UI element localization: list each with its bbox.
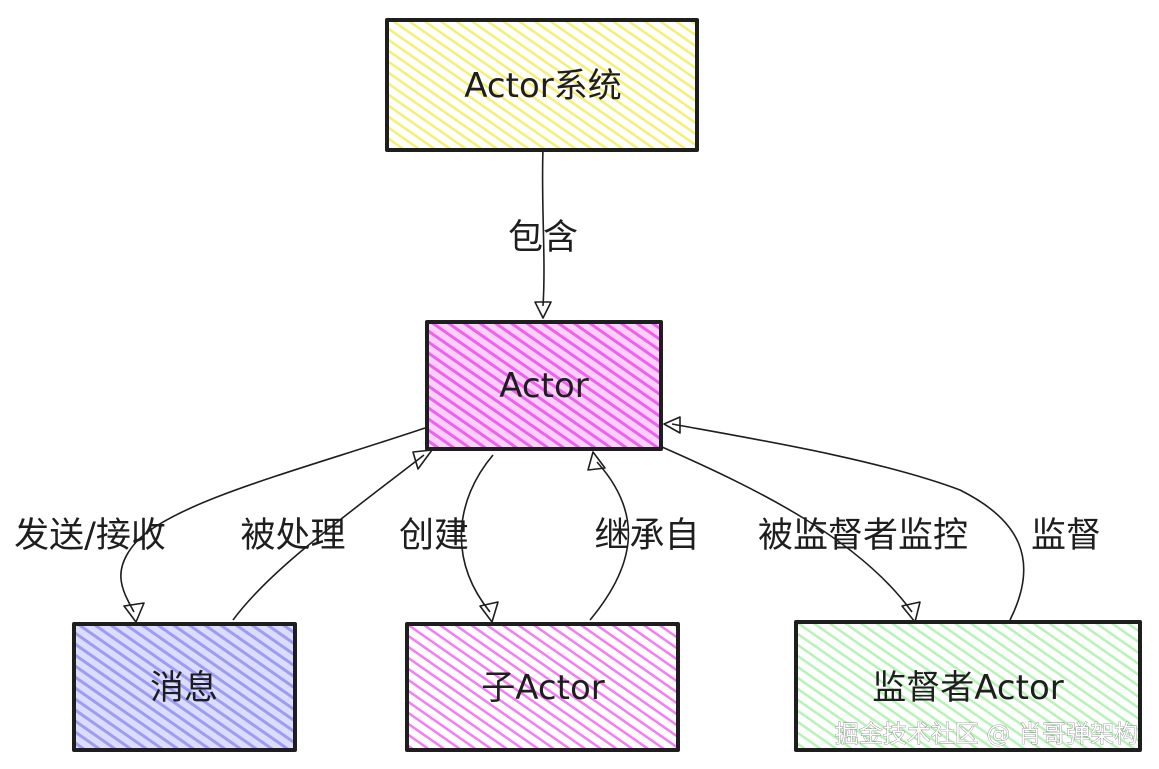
node-label: 监督者Actor: [872, 668, 1063, 708]
edge-send-receive: [120, 427, 426, 623]
arrowhead-icon: [479, 601, 499, 623]
edge-label-processed-by: 被处理: [240, 516, 345, 556]
node-label: Actor: [499, 366, 588, 406]
edge-label-supervised-monitored: 被监督者监控: [758, 516, 968, 556]
edge-label-send-receive: 发送/接收: [14, 516, 166, 556]
arrowhead-icon: [534, 301, 552, 319]
edge-label-inherits-from: 继承自: [594, 516, 699, 556]
node-message: 消息: [72, 622, 297, 752]
edge-inherits-from: [587, 451, 630, 621]
node-supervisor-actor: 监督者Actor: [794, 620, 1142, 752]
watermark: 掘金技术社区 @ 肖哥弹架构: [835, 720, 1138, 748]
node-actor-system: Actor系统: [385, 18, 699, 152]
edge-supervised-monitored: [661, 446, 921, 623]
arrowhead-icon: [901, 601, 921, 623]
node-actor: Actor: [425, 320, 663, 451]
edge-contains: [534, 149, 552, 319]
edge-create: [460, 454, 499, 623]
arrowhead-icon: [663, 416, 681, 434]
node-label: 消息: [150, 668, 218, 708]
edge-label-supervise: 监督: [1031, 516, 1101, 556]
edge-processed-by: [232, 449, 433, 621]
arrowhead-icon: [587, 451, 606, 471]
node-label: 子Actor: [481, 668, 604, 708]
arrowhead-icon: [412, 449, 433, 470]
node-child-actor: 子Actor: [405, 622, 680, 752]
edge-supervise: [663, 416, 1025, 621]
edge-label-contains: 包含: [508, 218, 578, 258]
edge-label-create: 创建: [399, 516, 469, 556]
node-label: Actor系统: [464, 66, 621, 106]
arrowhead-icon: [123, 602, 145, 623]
